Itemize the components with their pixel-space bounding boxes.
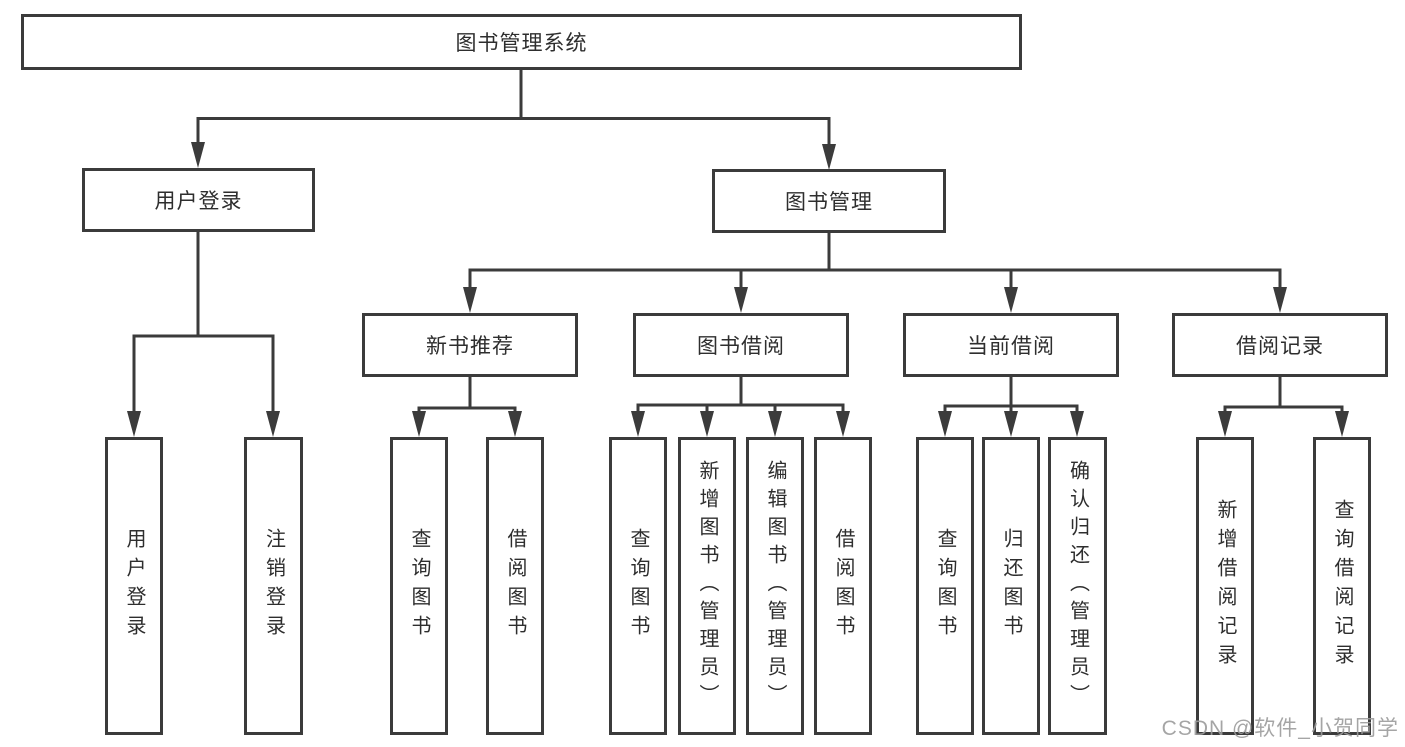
leaf-logout: 注销登录 [244, 437, 303, 735]
leaf-label: 注销登录 [262, 528, 285, 644]
leaf-add-borrow-record: 新增借阅记录 [1196, 437, 1254, 735]
leaf-label: 用户登录 [123, 528, 145, 644]
leaf-label: 查询借阅记录 [1331, 499, 1353, 673]
leaf-label: 查询图书 [934, 528, 956, 644]
leaf-query-books-2: 查询图书 [609, 437, 667, 735]
leaf-edit-books-admin: 编辑图书（管理员） [746, 437, 804, 735]
leaf-label: 编辑图书（管理员） [764, 460, 786, 712]
leaf-query-books-1: 查询图书 [390, 437, 448, 735]
leaf-query-books-3: 查询图书 [916, 437, 974, 735]
leaf-borrow-books-2: 借阅图书 [814, 437, 872, 735]
leaf-query-borrow-record: 查询借阅记录 [1313, 437, 1371, 735]
node-borrow-records: 借阅记录 [1172, 313, 1388, 377]
leaf-label: 确认归还（管理员） [1066, 460, 1089, 712]
node-user-login: 用户登录 [82, 168, 315, 232]
arrowhead-icons [127, 142, 1349, 437]
leaf-label: 归还图书 [1000, 528, 1022, 644]
leaf-label: 查询图书 [408, 528, 430, 644]
leaf-label: 新增借阅记录 [1214, 499, 1236, 673]
node-current-borrow: 当前借阅 [903, 313, 1119, 377]
leaf-label: 借阅图书 [504, 528, 526, 644]
leaf-borrow-books-1: 借阅图书 [486, 437, 544, 735]
leaf-confirm-return-admin: 确认归还（管理员） [1048, 437, 1107, 735]
node-book-borrow: 图书借阅 [633, 313, 849, 377]
node-root-library-system: 图书管理系统 [21, 14, 1022, 70]
node-new-book-recommend: 新书推荐 [362, 313, 578, 377]
node-book-management: 图书管理 [712, 169, 946, 233]
leaf-return-books: 归还图书 [982, 437, 1040, 735]
csdn-watermark: CSDN @软件_小贺同学 [1161, 717, 1399, 740]
leaf-label: 新增图书（管理员） [696, 460, 718, 712]
leaf-label: 借阅图书 [832, 528, 854, 644]
leaf-label: 查询图书 [627, 528, 649, 644]
leaf-add-books-admin: 新增图书（管理员） [678, 437, 736, 735]
connector-paths [132, 70, 1344, 413]
leaf-user-login: 用户登录 [105, 437, 163, 735]
